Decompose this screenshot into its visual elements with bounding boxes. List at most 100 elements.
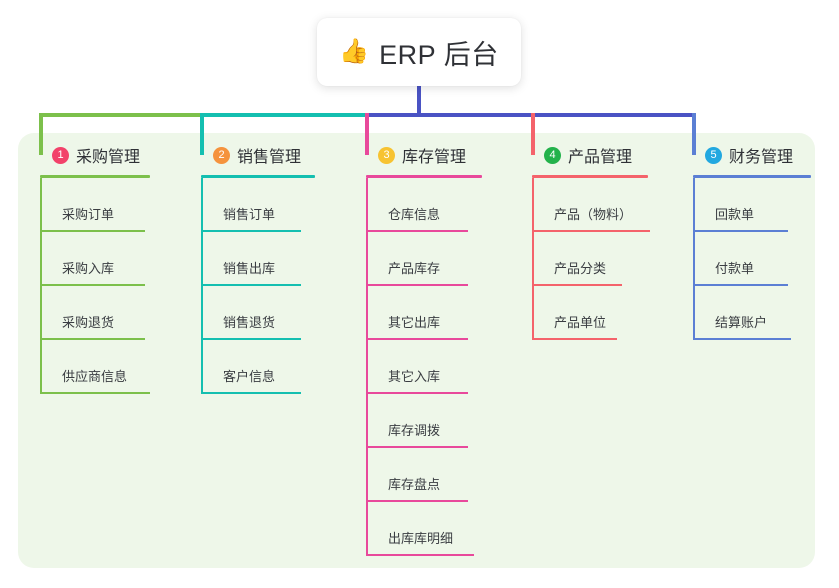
drop-stub-5	[692, 113, 696, 155]
leaf-item-label: 采购订单	[62, 207, 115, 222]
column-title: 产品管理	[568, 149, 633, 166]
root-node-card[interactable]: 👍 ERP 后台	[317, 18, 521, 86]
leaf-item-rule	[40, 338, 145, 340]
leaf-item-rule	[366, 554, 474, 556]
column-header-rule	[366, 175, 482, 178]
leaf-item[interactable]: 销售退货	[201, 286, 315, 340]
leaf-item[interactable]: 客户信息	[201, 340, 315, 394]
column-spine	[693, 178, 695, 340]
leaf-item[interactable]: 产品（物料）	[532, 178, 650, 232]
bus-segment-4	[531, 113, 696, 117]
leaf-item[interactable]: 其它入库	[366, 340, 482, 394]
column-5: 5 财务管理回款单付款单结算账户	[688, 143, 811, 340]
leaf-item-rule	[366, 230, 468, 232]
leaf-item-label: 结算账户	[715, 315, 768, 330]
leaf-item[interactable]: 结算账户	[693, 286, 811, 340]
leaf-item-rule	[366, 338, 468, 340]
column-spine	[40, 178, 42, 394]
leaf-item[interactable]: 销售订单	[201, 178, 315, 232]
leaf-item[interactable]: 其它出库	[366, 286, 482, 340]
column-spine	[366, 178, 368, 556]
leaf-item-rule	[366, 284, 468, 286]
leaf-item-label: 产品库存	[388, 261, 441, 276]
leaf-item-label: 客户信息	[223, 369, 276, 384]
leaf-item[interactable]: 采购订单	[40, 178, 150, 232]
column-spine	[532, 178, 534, 340]
column-title: 库存管理	[402, 149, 467, 166]
leaf-item-label: 出库库明细	[388, 531, 454, 546]
leaf-item[interactable]: 库存盘点	[366, 448, 482, 502]
leaf-item-rule	[40, 392, 150, 394]
leaf-item-rule	[201, 392, 301, 394]
drop-stub-1	[39, 113, 43, 155]
column-number-badge: 5	[705, 146, 722, 164]
leaf-item-rule	[532, 230, 650, 232]
leaf-item-rule	[40, 230, 145, 232]
leaf-item-label: 产品（物料）	[554, 207, 633, 222]
leaf-item[interactable]: 回款单	[693, 178, 811, 232]
column-spine	[201, 178, 203, 394]
column-title: 采购管理	[76, 149, 141, 166]
drop-stub-3	[365, 113, 369, 155]
leaf-item-rule	[40, 284, 145, 286]
leaf-item-label: 库存盘点	[388, 477, 441, 492]
leaf-item-label: 销售订单	[223, 207, 276, 222]
leaf-item-rule	[532, 284, 622, 286]
leaf-item-rule	[693, 338, 791, 340]
leaf-item-rule	[366, 446, 468, 448]
leaf-item-label: 库存调拨	[388, 423, 441, 438]
leaf-item-rule	[693, 284, 788, 286]
column-header-rule	[532, 175, 648, 178]
leaf-item-label: 采购退货	[62, 315, 115, 330]
leaf-item[interactable]: 采购退货	[40, 286, 150, 340]
leaf-item[interactable]: 仓库信息	[366, 178, 482, 232]
leaf-item[interactable]: 供应商信息	[40, 340, 150, 394]
leaf-item[interactable]: 出库库明细	[366, 502, 482, 556]
leaf-item-rule	[366, 500, 468, 502]
thumbs-up-icon: 👍	[339, 38, 370, 65]
leaf-item-label: 产品分类	[554, 261, 607, 276]
column-header-5[interactable]: 5 财务管理	[688, 143, 811, 167]
leaf-item-rule	[201, 230, 301, 232]
leaf-item[interactable]: 采购入库	[40, 232, 150, 286]
bus-segment-2	[200, 113, 369, 117]
column-items-2: 销售订单销售出库销售退货客户信息	[201, 178, 315, 394]
diagram-panel	[18, 133, 815, 568]
leaf-item-rule	[201, 284, 301, 286]
leaf-item-rule	[693, 230, 788, 232]
leaf-item-label: 回款单	[715, 207, 755, 222]
column-items-1: 采购订单采购入库采购退货供应商信息	[40, 178, 150, 394]
leaf-item-label: 销售出库	[223, 261, 276, 276]
leaf-item-label: 其它入库	[388, 369, 441, 384]
leaf-item-rule	[201, 338, 301, 340]
drop-stub-4	[531, 113, 535, 155]
column-title: 财务管理	[729, 149, 794, 166]
leaf-item[interactable]: 销售出库	[201, 232, 315, 286]
leaf-item[interactable]: 产品单位	[532, 286, 648, 340]
leaf-item-label: 产品单位	[554, 315, 607, 330]
leaf-item-label: 其它出库	[388, 315, 441, 330]
trunk-line-vertical	[417, 86, 421, 117]
drop-stub-2	[200, 113, 204, 155]
leaf-item-label: 供应商信息	[62, 369, 128, 384]
column-items-3: 仓库信息产品库存其它出库其它入库库存调拨库存盘点出库库明细	[366, 178, 482, 556]
leaf-item-label: 付款单	[715, 261, 755, 276]
column-items-4: 产品（物料） 产品分类产品单位	[532, 178, 650, 340]
leaf-item-rule	[366, 392, 468, 394]
leaf-item[interactable]: 产品库存	[366, 232, 482, 286]
leaf-item[interactable]: 库存调拨	[366, 394, 482, 448]
leaf-item[interactable]: 产品分类	[532, 232, 648, 286]
column-header-rule	[693, 175, 811, 178]
leaf-item[interactable]: 付款单	[693, 232, 811, 286]
column-title: 销售管理	[237, 149, 302, 166]
leaf-item-label: 销售退货	[223, 315, 276, 330]
